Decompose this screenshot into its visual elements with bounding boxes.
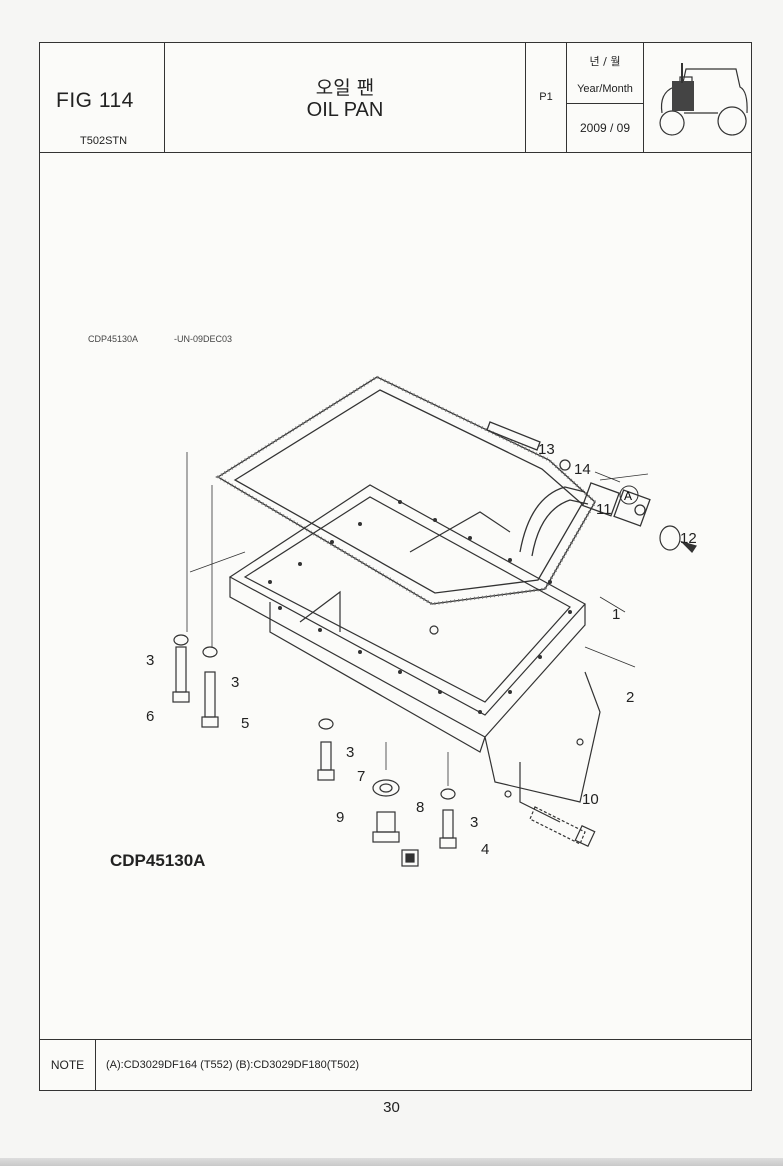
title-korean: 오일 팬 — [315, 77, 375, 99]
part-label-11: 11 — [596, 501, 612, 518]
title-cell: 오일 팬 OIL PAN — [165, 43, 526, 152]
fig-number: FIG 114 — [56, 89, 134, 112]
part-label-8: 8 — [416, 799, 424, 816]
part-label-13: 13 — [538, 441, 555, 458]
ref-date: -UN-09DEC03 — [174, 334, 232, 344]
svg-text:A: A — [624, 489, 632, 503]
thumbnail-cell — [644, 43, 751, 152]
part-label-5: 5 — [241, 715, 249, 732]
year-month-label: Year/Month — [577, 83, 633, 95]
page-frame: FIG 114 T502STN 오일 팬 OIL PAN P1 년 / 월 Ye… — [39, 42, 752, 1091]
title-english: OIL PAN — [306, 99, 384, 121]
oil-pan-part — [228, 484, 601, 823]
callout-a: A — [619, 485, 639, 505]
year-month-cell: 년 / 월 Year/Month 2009 / 09 — [567, 43, 644, 152]
year-month-value: 2009 / 09 — [579, 121, 631, 135]
part-label-3c: 3 — [346, 744, 354, 761]
part-label-1: 1 — [612, 606, 620, 623]
part-label-12: 12 — [680, 530, 697, 547]
part-label-3a: 3 — [146, 652, 154, 669]
gasket-part — [215, 375, 597, 606]
ref-code: CDP45130A — [88, 334, 138, 344]
note-row: NOTE (A):CD3029DF164 (T552) (B):CD3029DF… — [40, 1039, 751, 1091]
part-label-2: 2 — [626, 689, 634, 706]
part-label-14: 14 — [574, 461, 591, 478]
year-month-korean: 년 / 월 — [589, 55, 621, 68]
part-label-3d: 3 — [470, 814, 478, 831]
part-label-9: 9 — [336, 809, 344, 826]
fig-cell: FIG 114 T502STN — [40, 43, 165, 152]
tractor-icon — [659, 63, 748, 136]
model-code: T502STN — [80, 135, 128, 147]
leader-lines — [186, 452, 649, 786]
part-label-3b: 3 — [231, 674, 239, 691]
page-code-cell: P1 — [526, 43, 567, 152]
divider — [567, 103, 643, 104]
suction-pipe-part — [486, 421, 651, 557]
page-number: 30 — [383, 1099, 400, 1116]
header: FIG 114 T502STN 오일 팬 OIL PAN P1 년 / 월 Ye… — [40, 43, 751, 153]
flange-holes — [268, 500, 572, 714]
part-label-7: 7 — [357, 768, 365, 785]
note-text: (A):CD3029DF164 (T552) (B):CD3029DF180(T… — [106, 1059, 360, 1071]
bolt-parts — [172, 525, 697, 867]
part-label-10: 10 — [582, 791, 599, 808]
page-code: P1 — [539, 91, 553, 103]
scan-artifact — [0, 1158, 783, 1166]
exploded-view-drawing: CDP45130A -UN-09DEC03 — [40, 152, 751, 1039]
part-label-4: 4 — [481, 841, 489, 858]
drawing-caption: CDP45130A — [110, 851, 205, 870]
note-label: NOTE — [40, 1040, 96, 1091]
part-label-6: 6 — [146, 708, 154, 725]
